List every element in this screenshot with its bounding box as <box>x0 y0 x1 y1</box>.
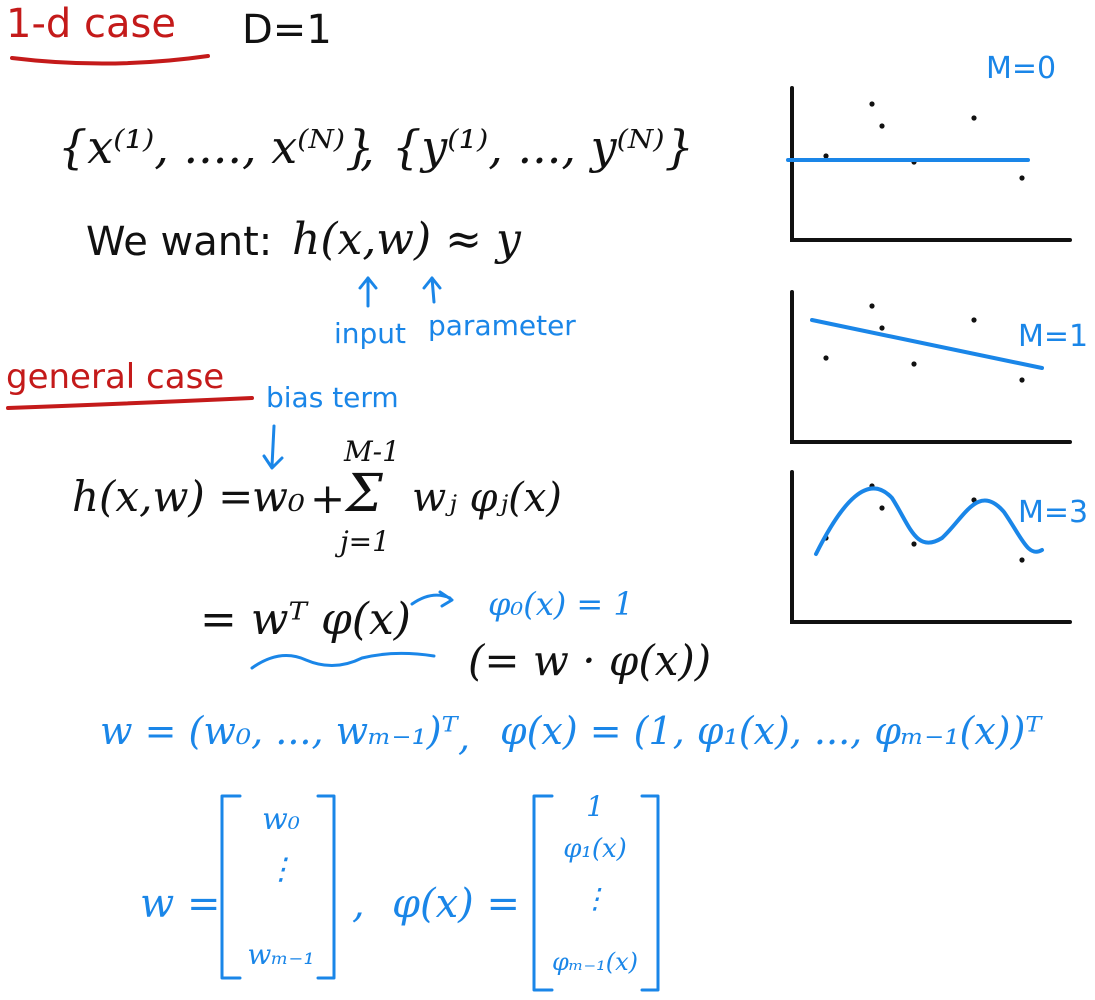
plot-axes <box>790 470 1072 624</box>
data-point <box>823 355 829 361</box>
w-column-vector: w₀ ⋮ wₘ₋₁ <box>236 800 326 980</box>
dataset-separator: , <box>360 122 375 176</box>
plot-axes <box>790 290 1072 444</box>
sum-upper-limit: M-1 <box>344 435 400 468</box>
heading-general-underline <box>6 396 254 410</box>
w-vector-entry: ⋮ <box>266 852 296 887</box>
fitted-curve <box>810 318 1044 370</box>
w-right-bracket <box>316 794 336 980</box>
fitted-curve <box>814 486 1044 556</box>
sigma-symbol: Σ <box>346 464 383 524</box>
input-annotation: input <box>334 317 407 350</box>
data-point <box>971 115 977 121</box>
fit-plots <box>786 86 1072 624</box>
input-arrow <box>358 276 378 308</box>
phi-vector-entry: 1 <box>586 790 604 823</box>
dimension-label: D=1 <box>242 7 332 53</box>
plot-label-m1: M=1 <box>1018 319 1089 354</box>
phi0-arrow <box>410 590 454 608</box>
y-dataset: {y⁽¹⁾, ..., y⁽ᴺ⁾} <box>392 120 694 174</box>
phi-vector-entry: φ₁(x) <box>563 834 627 864</box>
bias-term-annotation: bias term <box>266 381 399 414</box>
data-point <box>1019 175 1025 181</box>
phi0-annotation: φ₀(x) = 1 <box>488 585 634 623</box>
w-vector-entry: w₀ <box>262 802 300 837</box>
data-point <box>823 153 829 159</box>
vector-form: = wᵀ φ(x) <box>200 594 411 645</box>
w-left-bracket <box>220 794 242 980</box>
dot-product-form: (= w · φ(x)) <box>468 636 712 685</box>
sum-term: wⱼ φⱼ(x) <box>412 475 562 521</box>
parameter-annotation: parameter <box>428 309 576 342</box>
phi-vector-entry: φₘ₋₁(x) <box>551 948 639 976</box>
hypothesis-approx: h(x,w) ≈ y <box>292 214 521 265</box>
plus-sign: + <box>310 474 346 523</box>
data-point <box>879 123 885 129</box>
phi-left-bracket <box>532 794 554 992</box>
heading-general-case: general case <box>6 357 225 397</box>
definition-separator: , <box>458 715 471 759</box>
heading-1d-case: 1-d case <box>6 1 176 47</box>
x-dataset: {x⁽¹⁾, ...., x⁽ᴺ⁾} <box>58 120 375 174</box>
data-point <box>869 303 875 309</box>
phi-vector-label: φ(x) = <box>392 881 521 927</box>
bias-arrow <box>262 424 284 470</box>
w-vector-entry: wₘ₋₁ <box>247 938 315 971</box>
data-point <box>911 541 917 547</box>
w-definition: w = (w₀, ..., wₘ₋₁)ᵀ <box>100 709 458 753</box>
data-point <box>1019 377 1025 383</box>
w-vector-label: w = <box>140 881 221 927</box>
phi-right-bracket <box>640 794 660 992</box>
heading-1d-underline <box>10 54 210 66</box>
we-want-label: We want: <box>86 219 273 265</box>
data-point <box>911 361 917 367</box>
vector-form-underline <box>250 651 436 670</box>
parameter-arrow <box>422 276 442 304</box>
phi-definition: φ(x) = (1, φ₁(x), ..., φₘ₋₁(x))ᵀ <box>500 709 1042 753</box>
hypothesis-lhs: h(x,w) = <box>72 472 254 521</box>
plot-label-m0: M=0 <box>986 51 1057 86</box>
data-point <box>869 101 875 107</box>
plot-label-m3: M=3 <box>1018 495 1089 530</box>
phi-vector-entry: ⋮ <box>581 882 609 915</box>
data-point <box>971 317 977 323</box>
data-point <box>879 505 885 511</box>
sum-lower-limit: j=1 <box>340 525 390 558</box>
bias-weight: w₀ <box>252 472 305 521</box>
vector-separator: , <box>352 881 365 927</box>
phi-column-vector: 1 φ₁(x) ⋮ φₘ₋₁(x) <box>540 790 650 990</box>
plot-axes <box>790 86 1072 242</box>
data-point <box>1019 557 1025 563</box>
data-point <box>879 325 885 331</box>
